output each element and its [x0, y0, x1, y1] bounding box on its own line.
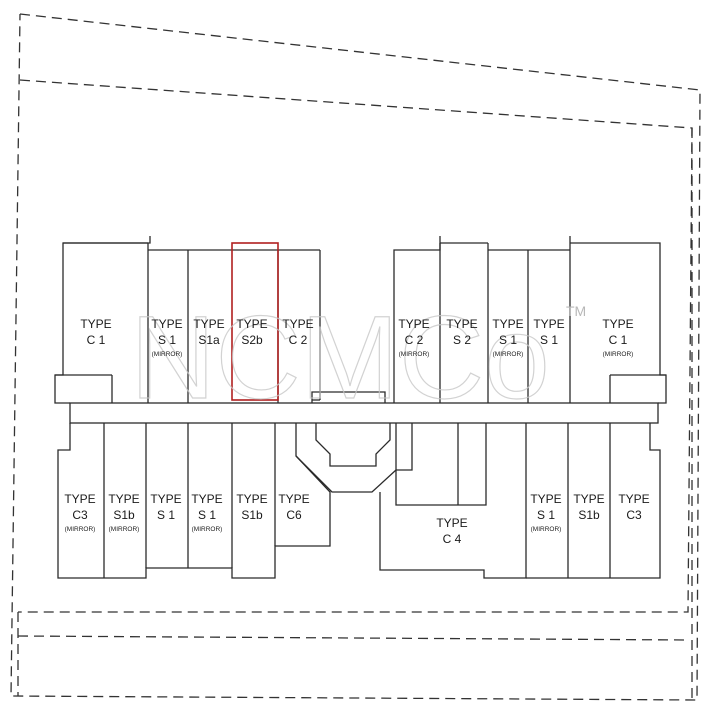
highlight-unit-s2b[interactable]: [231, 242, 279, 401]
svg-text:C 2: C 2: [289, 333, 308, 347]
svg-text:S 1: S 1: [499, 333, 517, 347]
svg-text:TYPE: TYPE: [573, 492, 604, 506]
svg-text:TYPE: TYPE: [436, 516, 467, 530]
unit-label[interactable]: TYPE S 1: [533, 317, 564, 347]
unit-label[interactable]: TYPE C3 (MIRROR): [64, 492, 95, 533]
svg-text:S1b: S1b: [113, 508, 135, 522]
bottom-unit-labels: TYPE C3 (MIRROR) TYPE S1b (MIRROR) TYPE …: [64, 492, 649, 546]
svg-text:(MIRROR): (MIRROR): [603, 351, 634, 358]
svg-text:C 4: C 4: [443, 532, 462, 546]
corridor: [69, 402, 659, 424]
svg-text:C3: C3: [72, 508, 88, 522]
svg-text:S 1: S 1: [540, 333, 558, 347]
svg-text:TYPE: TYPE: [533, 317, 564, 331]
svg-text:S 1: S 1: [157, 508, 175, 522]
svg-text:TYPE: TYPE: [618, 492, 649, 506]
svg-text:TYPE: TYPE: [191, 492, 222, 506]
unit-label[interactable]: TYPE S 2: [446, 317, 477, 347]
svg-text:C 2: C 2: [405, 333, 424, 347]
svg-text:(MIRROR): (MIRROR): [531, 526, 562, 533]
svg-text:C 1: C 1: [609, 333, 628, 347]
svg-text:TYPE: TYPE: [398, 317, 429, 331]
unit-label[interactable]: TYPE S1b: [573, 492, 604, 522]
unit-label[interactable]: TYPE S 1 (MIRROR): [492, 317, 523, 358]
watermark-tm: TM: [566, 303, 586, 319]
unit-label[interactable]: TYPE C 2 (MIRROR): [398, 317, 429, 358]
unit-label[interactable]: TYPE S1b (MIRROR): [108, 492, 139, 533]
unit-label[interactable]: TYPE S 1 (MIRROR): [530, 492, 561, 533]
unit-label[interactable]: TYPE C 1 (MIRROR): [602, 317, 633, 358]
unit-label[interactable]: TYPE C3: [618, 492, 649, 522]
unit-label[interactable]: TYPE C 2: [282, 317, 313, 347]
unit-label[interactable]: TYPE C6: [278, 492, 309, 522]
svg-text:TYPE: TYPE: [80, 317, 111, 331]
svg-text:(MIRROR): (MIRROR): [109, 526, 140, 533]
unit-label[interactable]: TYPE C 4: [436, 516, 467, 546]
svg-text:TYPE: TYPE: [150, 492, 181, 506]
svg-text:S 2: S 2: [453, 333, 471, 347]
svg-text:TYPE: TYPE: [492, 317, 523, 331]
svg-text:TYPE: TYPE: [193, 317, 224, 331]
unit-label[interactable]: TYPE S 1: [150, 492, 181, 522]
svg-text:(MIRROR): (MIRROR): [152, 351, 183, 358]
svg-text:(MIRROR): (MIRROR): [399, 351, 430, 358]
svg-text:TYPE: TYPE: [236, 492, 267, 506]
unit-label[interactable]: TYPE S 1 (MIRROR): [191, 492, 222, 533]
unit-label[interactable]: TYPE S 1 (MIRROR): [151, 317, 182, 358]
svg-text:C3: C3: [626, 508, 642, 522]
site-boundary: [10, 13, 701, 701]
svg-text:(MIRROR): (MIRROR): [65, 526, 96, 533]
svg-text:TYPE: TYPE: [236, 317, 267, 331]
svg-text:TYPE: TYPE: [446, 317, 477, 331]
svg-text:S1b: S1b: [241, 508, 263, 522]
watermark-text: NCMCo: [130, 292, 550, 424]
svg-text:TYPE: TYPE: [530, 492, 561, 506]
svg-text:(MIRROR): (MIRROR): [493, 351, 524, 358]
svg-text:S2b: S2b: [241, 333, 263, 347]
svg-text:TYPE: TYPE: [278, 492, 309, 506]
watermark: NCMCo TM: [130, 291, 587, 424]
svg-text:S1a: S1a: [198, 333, 220, 347]
svg-text:C6: C6: [286, 508, 302, 522]
svg-text:S 1: S 1: [198, 508, 216, 522]
unit-label[interactable]: TYPE C 1: [80, 317, 111, 347]
svg-text:TYPE: TYPE: [602, 317, 633, 331]
unit-label[interactable]: TYPE S1a: [193, 317, 224, 347]
unit-label[interactable]: TYPE S1b: [236, 492, 267, 522]
svg-text:C 1: C 1: [87, 333, 106, 347]
svg-text:TYPE: TYPE: [64, 492, 95, 506]
svg-text:S 1: S 1: [158, 333, 176, 347]
svg-text:TYPE: TYPE: [151, 317, 182, 331]
bottom-block: [57, 423, 661, 579]
unit-label[interactable]: TYPE S2b: [236, 317, 267, 347]
svg-text:S 1: S 1: [537, 508, 555, 522]
svg-text:TYPE: TYPE: [108, 492, 139, 506]
svg-text:S1b: S1b: [578, 508, 600, 522]
svg-text:(MIRROR): (MIRROR): [192, 526, 223, 533]
svg-text:TYPE: TYPE: [282, 317, 313, 331]
top-unit-labels: TYPE C 1 TYPE S 1 (MIRROR) TYPE S1a TYPE…: [80, 317, 633, 358]
